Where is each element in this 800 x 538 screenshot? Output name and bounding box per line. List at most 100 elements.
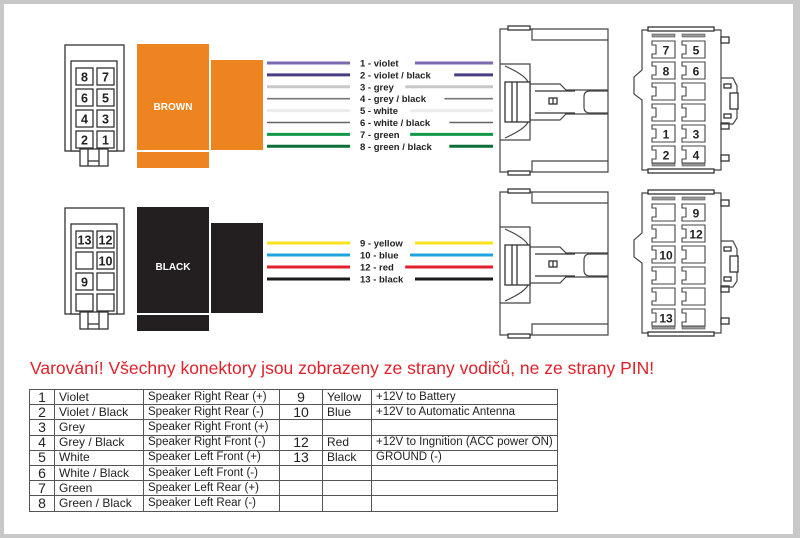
socket-side-arm (530, 83, 608, 121)
cell-function: Speaker Right Front (-) (143, 434, 280, 451)
socket-side-rib (531, 160, 608, 172)
socket-front-side-tab (720, 122, 730, 130)
cell-pin2: 12 (279, 434, 323, 451)
socket-pin-cell (651, 245, 676, 264)
wire: 8 - green / black (267, 142, 493, 153)
plug-pin-number: 2 (81, 134, 88, 148)
warning-text: Varování! Všechny konektory jsou zobraze… (30, 358, 655, 378)
socket-pin-cell (651, 103, 676, 122)
cell-pin: 8 (29, 495, 55, 512)
adapter-block-foot (137, 315, 209, 331)
socket-pin-number: 8 (663, 65, 670, 79)
plug-pin-number: 9 (81, 276, 88, 290)
socket-side-view (499, 25, 609, 176)
plug-pin-cell (96, 67, 115, 86)
socket-front-side-tab (720, 154, 730, 162)
socket-front-bottom-rail (647, 331, 715, 337)
wire: 12 - red (267, 263, 493, 274)
cell-function2 (371, 495, 558, 512)
socket-pin-cell (651, 61, 676, 80)
cell-pin2 (279, 495, 323, 512)
adapter-block-label: BROWN (154, 102, 193, 113)
cell-color2: Red (322, 434, 372, 451)
cell-function2: +12V to Battery (371, 388, 558, 406)
plug-latch (79, 311, 109, 330)
adapter-block: BROWN (137, 44, 263, 168)
socket-pin-number: 9 (693, 207, 700, 221)
cell-pin2 (279, 464, 323, 482)
socket-front-side-tab (720, 199, 730, 207)
cell-pin: 5 (29, 449, 55, 466)
wire: 7 - green (267, 130, 493, 141)
cell-function: Speaker Left Front (+) (143, 449, 280, 466)
cell-color2: Black (322, 449, 372, 466)
socket-side-tab (507, 188, 531, 194)
plug-pin-number: 6 (81, 92, 88, 106)
cell-function: Speaker Left Rear (+) (143, 480, 280, 497)
wire-label: 4 - grey / black (360, 94, 427, 105)
cell-color: Grey (54, 419, 144, 436)
socket-pin-cell (681, 82, 706, 101)
adapter-block-main (137, 44, 209, 150)
cell-color2 (322, 495, 372, 512)
cell-pin2: 10 (279, 404, 323, 421)
socket-pin-number: 4 (693, 149, 700, 163)
socket-pin-number: 2 (663, 149, 670, 163)
plug-pin-cell (75, 130, 94, 149)
socket-side-rib (531, 323, 608, 335)
adapter-block-label: BLACK (156, 262, 192, 273)
plug-pin-cell (75, 293, 94, 312)
socket-front-rail-mark (681, 196, 706, 201)
socket-pin-cell (681, 103, 706, 122)
socket-pin-number: 1 (663, 128, 670, 142)
socket-front-clip-slot (723, 276, 732, 282)
cell-pin2: 9 (279, 388, 323, 406)
cell-function: Speaker Right Rear (-) (143, 404, 280, 421)
plug-pin-cell (96, 130, 115, 149)
socket-pin-cell (681, 124, 706, 143)
cell-function2 (371, 419, 558, 436)
socket-pin-number: 13 (659, 312, 673, 326)
socket-side-curve (504, 65, 529, 139)
socket-pin-number: 6 (693, 65, 700, 79)
socket-front-rail-mark (681, 33, 706, 38)
plug-latch (79, 148, 109, 167)
cell-pin: 6 (29, 464, 55, 482)
socket-pin-number: 10 (659, 249, 673, 263)
plug-pin-cell (75, 230, 94, 249)
socket-front-side-tab (720, 285, 730, 293)
cell-color: White (54, 449, 144, 466)
socket-pin-cell (681, 266, 706, 285)
cell-pin: 1 (29, 388, 55, 406)
plug-pin-cell (96, 293, 115, 312)
cell-pin: 3 (29, 419, 55, 436)
cell-function: Speaker Right Rear (+) (143, 388, 280, 406)
socket-front-clip-slot (723, 113, 732, 119)
cell-function2: GROUND (-) (371, 449, 558, 466)
cell-color: Violet / Black (54, 404, 144, 421)
socket-front-rail-mark (651, 33, 676, 38)
plug-pin-number: 13 (78, 234, 92, 248)
socket-pin-cell (681, 287, 706, 306)
wire: 1 - violet (267, 59, 493, 70)
socket-front-body (633, 192, 722, 334)
plug-pin-number: 4 (81, 113, 88, 127)
wire-label: 12 - red (360, 263, 394, 274)
cell-function2: +12V to Ingnition (ACC power ON) (371, 434, 558, 451)
cell-function2: +12V to Automatic Antenna (371, 404, 558, 421)
cell-color: Green / Black (54, 495, 144, 512)
cell-function: Speaker Right Front (+) (143, 419, 280, 436)
plug-pin-cell (75, 109, 94, 128)
socket-pin-number: 5 (693, 44, 700, 58)
socket-front-bottom-rail (647, 168, 715, 174)
cell-color: Grey / Black (54, 434, 144, 451)
wire: 3 - grey (267, 82, 493, 93)
socket-side-rib (531, 192, 608, 204)
